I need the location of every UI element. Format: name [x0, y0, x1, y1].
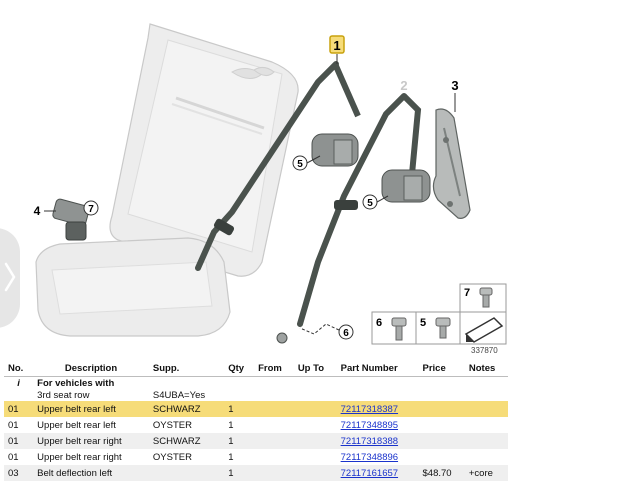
table-row[interactable]: 01 Upper belt rear right SCHWARZ 1 72117…	[4, 433, 508, 449]
section-supp: S4UBA=Yes	[152, 389, 206, 401]
col-qty[interactable]: Qty	[224, 360, 255, 377]
image-number: 337870	[471, 346, 498, 355]
col-no[interactable]: No.	[4, 360, 34, 377]
callout-1[interactable]: 1	[333, 38, 340, 53]
part-number-link[interactable]: 72117161657	[340, 467, 399, 479]
part-number-link[interactable]: 72117318387	[340, 403, 399, 415]
col-description[interactable]: Description	[33, 360, 149, 377]
legend-5: 5	[420, 317, 426, 329]
part-number-link[interactable]: 72117348895	[340, 419, 399, 431]
section-row-2: 3rd seat row S4UBA=Yes	[4, 389, 508, 401]
info-marker: i	[17, 377, 20, 389]
table-row[interactable]: 01 Upper belt rear left SCHWARZ 1 721173…	[4, 401, 508, 417]
side-panel-tab[interactable]	[0, 228, 20, 328]
legend-7: 7	[464, 287, 470, 299]
col-notes[interactable]: Notes	[464, 360, 508, 377]
col-upto[interactable]: Up To	[293, 360, 337, 377]
section-row: i For vehicles with	[4, 377, 508, 390]
col-supp[interactable]: Supp.	[148, 360, 225, 377]
fastener-legend: 6 5 7	[371, 283, 507, 345]
callout-4[interactable]: 4	[34, 204, 41, 218]
callout-2[interactable]: 2	[400, 78, 407, 93]
part-number-link[interactable]: 72117318388	[340, 435, 399, 447]
callout-1-highlight	[329, 35, 345, 54]
buckle-part	[52, 198, 90, 241]
col-price[interactable]: Price	[418, 360, 465, 377]
belt-deflection-bracket	[432, 108, 471, 219]
section-title: For vehicles with	[37, 377, 115, 389]
upper-belt-left	[195, 61, 361, 271]
table-row[interactable]: 03 Belt deflection left 1 72117161657 $4…	[4, 465, 508, 481]
parts-diagram: 1 2 3 4 7 5 5 6 6 5 7 337870	[34, 23, 507, 355]
table-row[interactable]: 01 Upper belt rear left OYSTER 1 7211734…	[8, 419, 399, 431]
table-row[interactable]: 01 Upper belt rear right OYSTER 1 721173…	[8, 451, 399, 463]
chevron-right-icon[interactable]	[3, 262, 17, 292]
callout-5-lower[interactable]: 5	[367, 198, 373, 209]
legend-6: 6	[376, 317, 382, 329]
part-number-link[interactable]: 72117348896	[340, 451, 399, 463]
upper-belt-right	[276, 93, 431, 344]
seat-illustration	[35, 23, 299, 337]
callout-5-upper[interactable]: 5	[297, 159, 303, 170]
col-from[interactable]: From	[254, 360, 294, 377]
col-part-number[interactable]: Part Number	[336, 360, 419, 377]
parts-table: No. Description Supp. Qty From Up To Par…	[4, 360, 508, 481]
callout-6[interactable]: 6	[343, 328, 349, 339]
callout-7[interactable]: 7	[88, 204, 94, 215]
section-subtitle: 3rd seat row	[37, 389, 90, 401]
callout-3[interactable]: 3	[451, 78, 458, 93]
table-header: No. Description Supp. Qty From Up To Par…	[4, 360, 508, 377]
